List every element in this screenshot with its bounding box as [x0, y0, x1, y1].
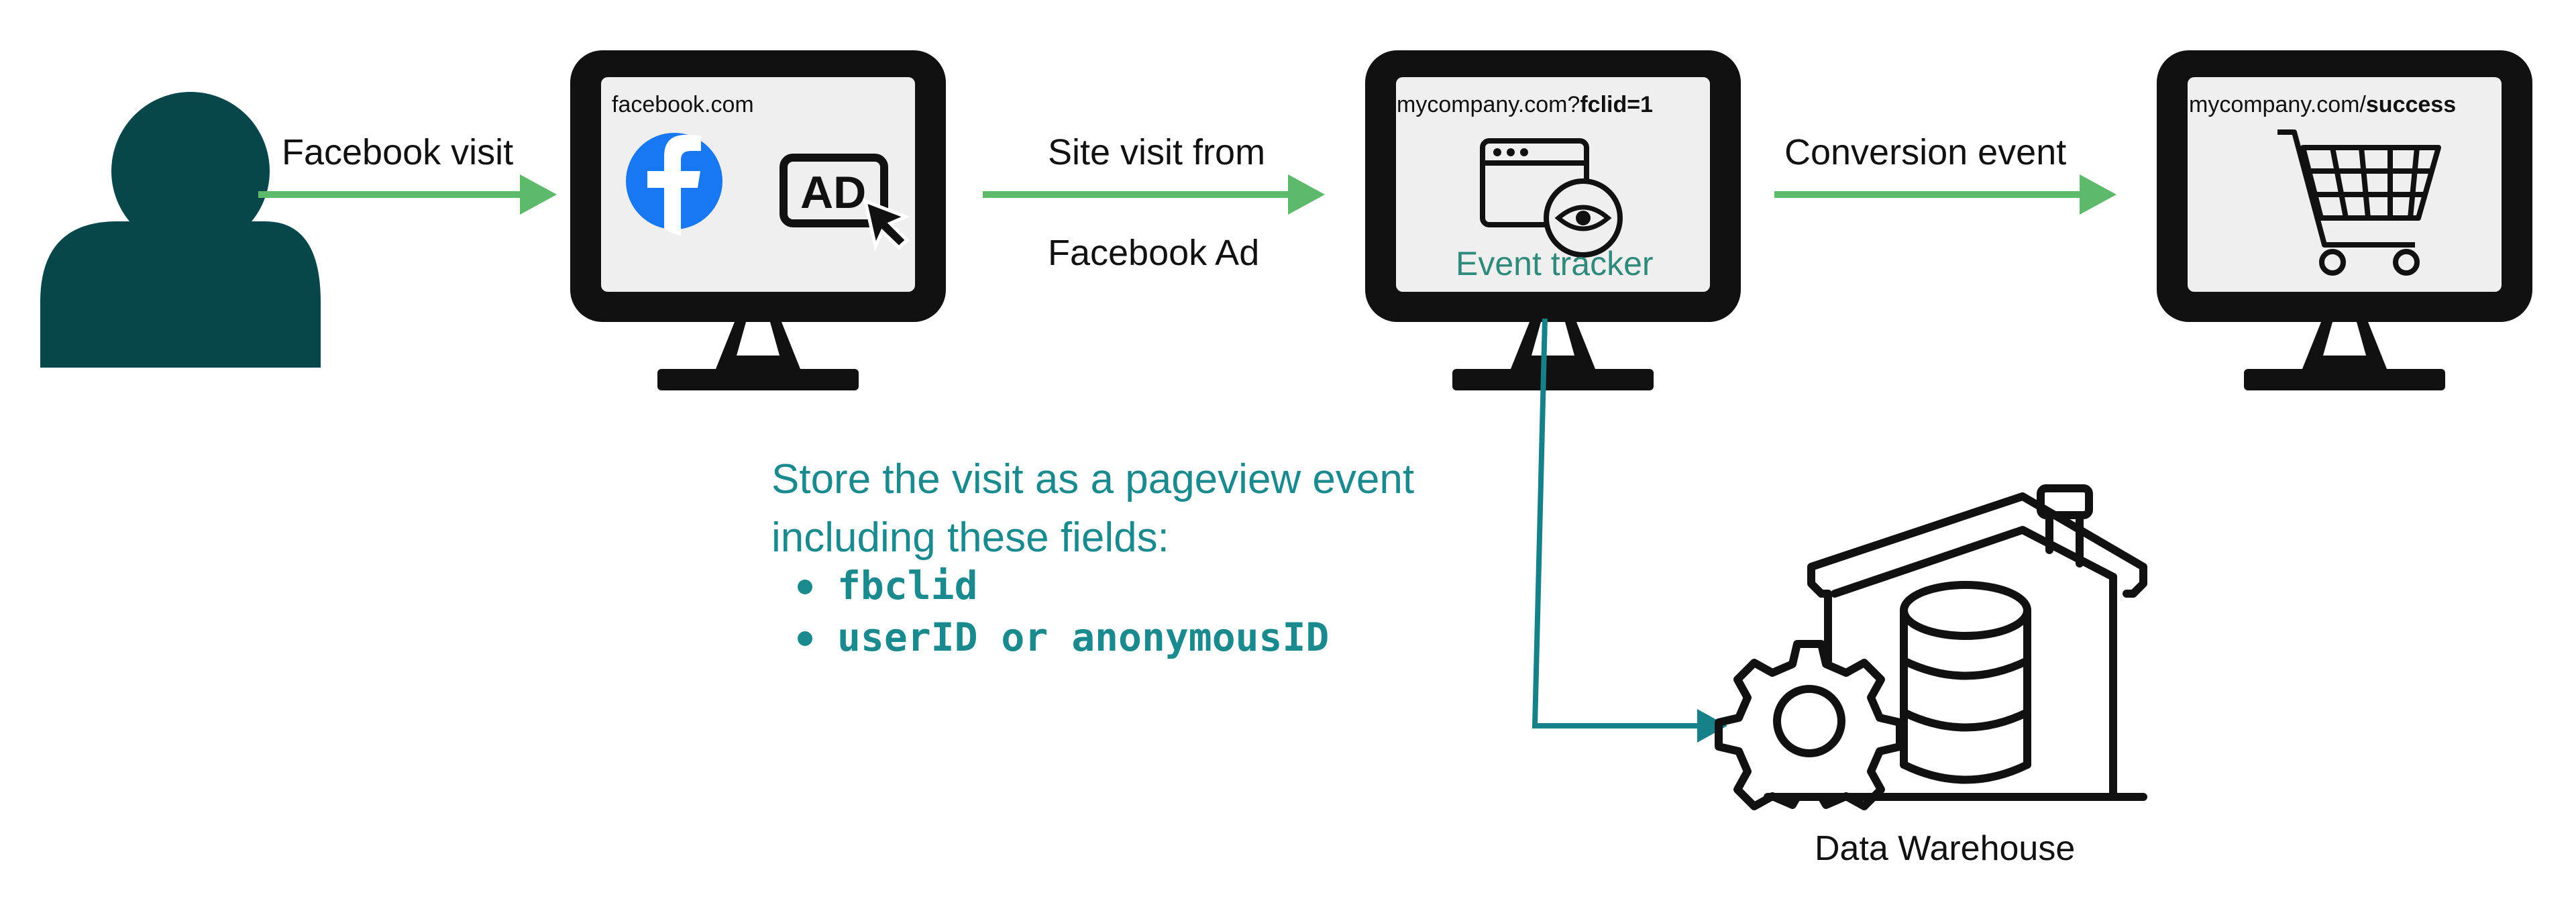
arrow-conversion-event: [1774, 174, 2116, 215]
tracker-to-warehouse-arrow: [1532, 318, 1727, 743]
arrow-site-visit: [983, 174, 1325, 215]
field-fbclid: fbclid: [837, 563, 978, 608]
site-visit-label-line2: Facebook Ad: [1048, 233, 1259, 273]
eye-icon: [1544, 178, 1623, 258]
company-url: mycompany.com?fclid=1: [1397, 92, 1653, 117]
note-line2: including these fields:: [771, 514, 1169, 561]
ad-text: AD: [800, 167, 866, 218]
ad-click-icon: AD: [780, 154, 910, 252]
facebook-logo-icon: [626, 133, 722, 236]
success-url: mycompany.com/success: [2189, 92, 2456, 117]
facebook-visit-label: Facebook visit: [282, 132, 513, 172]
facebook-url: facebook.com: [612, 92, 754, 117]
conversion-event-label: Conversion event: [1784, 132, 2066, 172]
person-icon: [40, 92, 321, 368]
data-warehouse-icon: [1715, 484, 2147, 810]
data-warehouse-label: Data Warehouse: [1815, 829, 2075, 868]
bullet-icon: [798, 631, 812, 646]
shopping-cart-icon: [2277, 129, 2441, 276]
bullet-icon: [798, 580, 812, 594]
database-icon: [1900, 581, 2031, 784]
site-visit-label-line1: Site visit from: [1048, 132, 1265, 172]
note-line1: Store the visit as a pageview event: [771, 456, 1414, 502]
success-monitor: mycompany.com/success: [2157, 50, 2532, 390]
arrow-facebook-visit: [258, 174, 557, 215]
facebook-monitor: facebook.com AD: [570, 50, 946, 390]
gear-icon: [1715, 640, 1904, 810]
company-monitor: mycompany.com?fclid=1 Event tracker: [1365, 50, 1741, 390]
house-icon: [1764, 484, 2147, 801]
event-tracker-label: Event tracker: [1456, 245, 1654, 282]
pageview-note: Store the visit as a pageview event incl…: [771, 456, 1414, 660]
field-user-id: userID or anonymousID: [837, 614, 1329, 660]
